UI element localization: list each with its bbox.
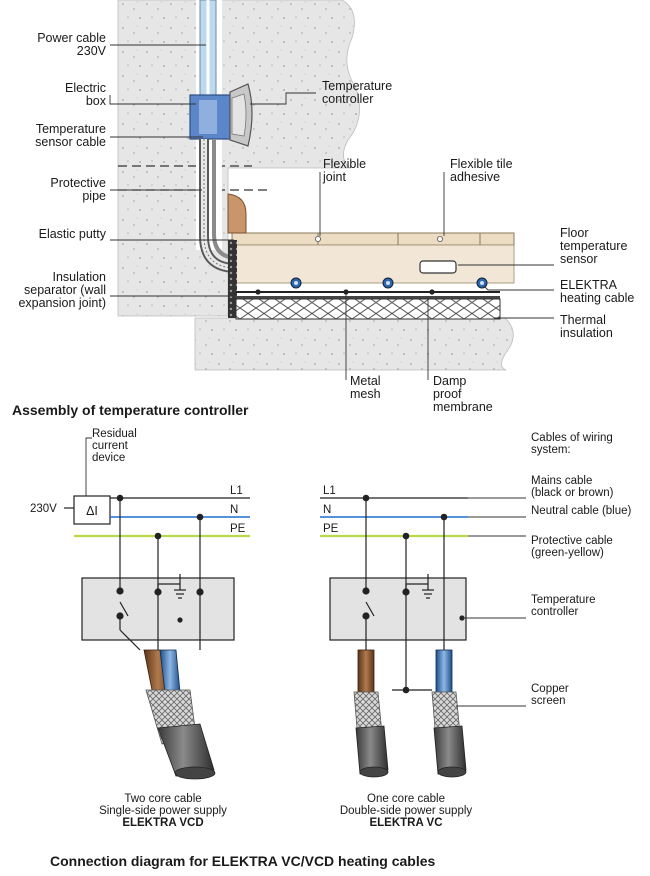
controller-face [231,93,247,137]
assembly-drawing [117,0,515,371]
wall [117,0,360,317]
connection-diagram [64,437,526,780]
cable-left-two-core [143,649,216,780]
section-title-assembly: Assembly of temperature controller [12,402,249,418]
label-voltage: 230V [30,503,57,515]
rcd-leader [85,437,92,496]
elastic-putty [227,193,247,234]
thermal-insulation [235,298,501,320]
label-line-left-pe: PE [230,523,246,535]
label-line-left-l1: L1 [230,485,243,497]
leader-lines-top [109,44,554,380]
metal-mesh-nodes [255,289,435,295]
legend-mains-cable: Mains cable(black or brown) [531,475,614,499]
legend-protective-cable: Protective cable(green-yellow) [531,535,613,559]
cable-right-one-core-b [431,649,467,778]
cable-right-one-core-a [353,649,389,778]
adhesive-mark [436,235,443,242]
junction-dots-left [116,494,204,623]
temperature-controller-box-right [329,577,467,641]
floor-tiles [231,232,515,246]
floor-temperature-sensor [419,260,457,274]
insulation-separator [228,240,237,318]
flexible-joint-mark [314,235,321,242]
label-line-right-l1: L1 [323,485,336,497]
damp-proof-membrane [236,296,500,299]
elektra-heating-cable [290,277,488,289]
rcd-symbol: ΔI [86,504,98,518]
label-line-right-pe: PE [323,523,339,535]
wiring-left [119,498,201,651]
label-elastic-putty: Elastic putty [39,227,107,241]
legend-leaders [456,497,526,707]
floor-slab [194,317,514,371]
residual-current-device [73,495,111,525]
legend-neutral-cable: Neutral cable (blue) [531,505,632,517]
screed-layer [231,244,515,284]
electric-box-inner [199,100,217,134]
label-line-left-n: N [230,504,238,516]
label-line-right-n: N [323,504,331,516]
section-title-connection: Connection diagram for ELEKTRA VC/VCD he… [50,853,436,869]
